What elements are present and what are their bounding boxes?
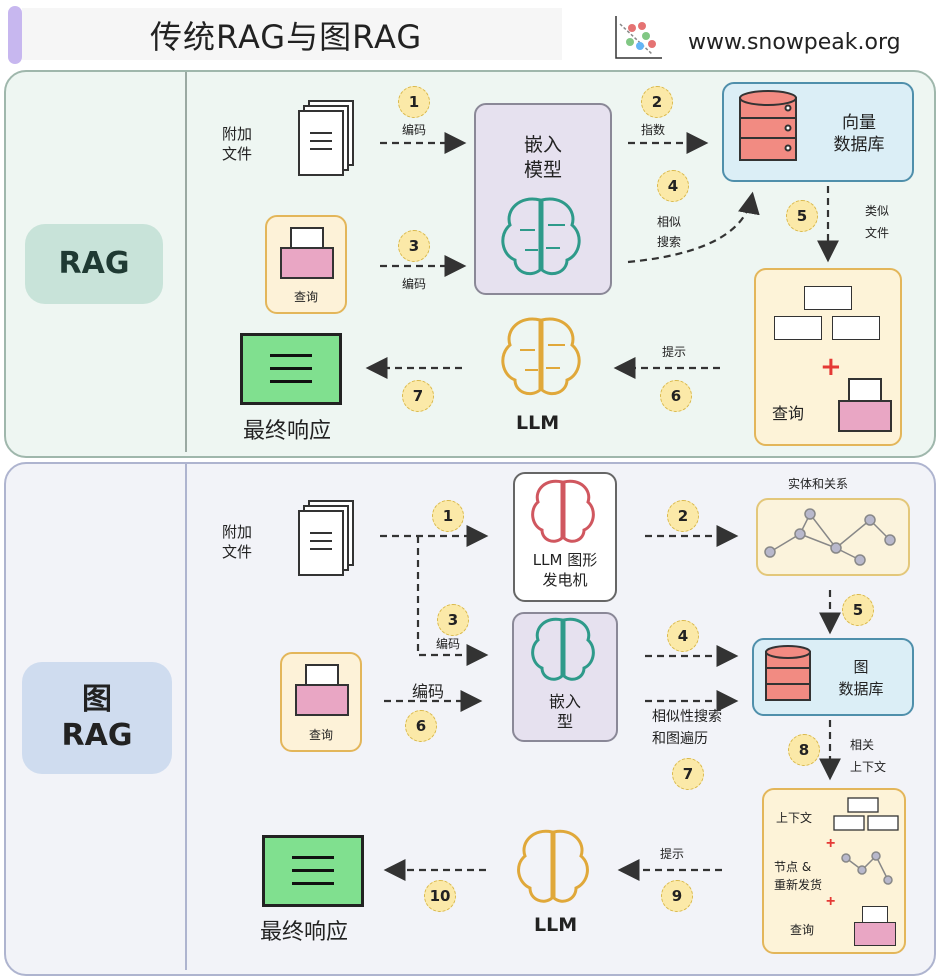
envelope-icon bbox=[854, 906, 896, 946]
graph-rag-section-label: 图 RAG bbox=[22, 662, 172, 774]
entities-label: 实体和关系 bbox=[788, 477, 849, 491]
rag-similar-label: 类似 文件 bbox=[865, 204, 890, 240]
graph-step-8: 8 bbox=[788, 734, 820, 766]
rag-ctx-query-label: 查询 bbox=[772, 404, 805, 423]
rag-step-2: 2 bbox=[641, 86, 673, 118]
graph-rag-response-label: 最终响应 bbox=[260, 920, 349, 945]
ctx-label-context: 上下文 bbox=[776, 811, 813, 825]
rag-response-doc bbox=[240, 333, 342, 405]
title-accent bbox=[8, 6, 22, 64]
rag-query-label: 查询 bbox=[293, 290, 318, 304]
graph-rag-embed-model: 嵌入 型 bbox=[512, 612, 618, 742]
ctx-label-query: 查询 bbox=[790, 923, 815, 937]
graph-db: 图 数据库 bbox=[752, 638, 914, 716]
title-background bbox=[22, 8, 562, 60]
graph-step3-label: 编码 bbox=[436, 637, 461, 651]
rag-step2-label: 指数 bbox=[641, 123, 666, 137]
rag-step-7: 7 bbox=[402, 380, 434, 412]
entities-graph-box bbox=[756, 498, 910, 576]
ctx-label-nodes: 节点 & 重新发货 bbox=[774, 860, 823, 892]
rag-llm-label: LLM bbox=[516, 412, 560, 434]
rag-query-box: 查询 bbox=[265, 215, 347, 314]
graph-step-4: 4 bbox=[667, 620, 699, 652]
graph-step-3: 3 bbox=[437, 604, 469, 636]
envelope-icon bbox=[295, 664, 349, 716]
graph-step7-label: 相似性搜索 和图遍历 bbox=[652, 709, 722, 747]
plus-icon: + bbox=[820, 352, 842, 382]
graph-rag-divider bbox=[185, 464, 187, 970]
graph-rag-query-box: 查询 bbox=[280, 652, 362, 752]
context-doc bbox=[804, 286, 852, 310]
context-doc bbox=[832, 316, 880, 340]
graph-step6-label: 编码 bbox=[412, 682, 445, 701]
rag-embed-label: 嵌入 模型 bbox=[523, 134, 562, 181]
graph-rag-embed-label: 嵌入 型 bbox=[548, 692, 581, 731]
rag-step3-label: 编码 bbox=[402, 277, 427, 291]
graph-step-2: 2 bbox=[667, 500, 699, 532]
rag-docs-label: 附加 文件 bbox=[222, 125, 253, 163]
graph-step-7: 7 bbox=[672, 758, 704, 790]
rag-response-label: 最终响应 bbox=[243, 419, 332, 444]
rag-embed-model: 嵌入 模型 bbox=[474, 103, 612, 295]
rag-step6-label: 提示 bbox=[662, 345, 687, 359]
rag-vector-db: 向量 数据库 bbox=[722, 82, 914, 182]
page-title: 传统RAG与图RAG bbox=[150, 18, 423, 56]
site-url[interactable]: www.snowpeak.org bbox=[688, 30, 901, 55]
rag-step-6: 6 bbox=[660, 380, 692, 412]
graph-rag-llm-label: LLM bbox=[534, 914, 578, 936]
graph-generator-box: LLM 图形 发电机 bbox=[513, 472, 617, 602]
graph-rag-query-label: 查询 bbox=[308, 728, 333, 742]
graph-generator-label: LLM 图形 发电机 bbox=[532, 551, 598, 589]
document-stack-icon bbox=[298, 100, 354, 176]
rag-context-box: + 查询 bbox=[754, 268, 902, 446]
related-context-label: 相关 上下文 bbox=[850, 738, 887, 774]
rag-step-5: 5 bbox=[786, 200, 818, 232]
rag-step-1: 1 bbox=[398, 86, 430, 118]
rag-step4-label: 相似 搜索 bbox=[657, 215, 682, 249]
graph-rag-response-doc bbox=[262, 835, 364, 907]
graph-rag-docs-label: 附加 文件 bbox=[222, 523, 253, 561]
rag-step-4: 4 bbox=[657, 170, 689, 202]
context-doc bbox=[774, 316, 822, 340]
rag-step1-label: 编码 bbox=[402, 123, 427, 137]
graph-step-9: 9 bbox=[661, 880, 693, 912]
envelope-icon bbox=[280, 227, 334, 279]
envelope-icon bbox=[838, 378, 892, 432]
rag-step-3: 3 bbox=[398, 230, 430, 262]
rag-section-label: RAG bbox=[25, 224, 163, 304]
rag-divider bbox=[185, 72, 187, 452]
graph-step-10: 10 bbox=[424, 880, 456, 912]
rag-db-label: 向量 数据库 bbox=[833, 113, 885, 155]
graph-step9-label: 提示 bbox=[660, 847, 685, 861]
graph-step-6: 6 bbox=[405, 710, 437, 742]
graph-step-1: 1 bbox=[432, 500, 464, 532]
graph-rag-context-box: 上下文 节点 & 重新发货 查询 bbox=[762, 788, 906, 954]
document-stack-icon bbox=[298, 500, 354, 576]
graph-step-5: 5 bbox=[842, 594, 874, 626]
graph-db-label: 图 数据库 bbox=[838, 658, 884, 698]
